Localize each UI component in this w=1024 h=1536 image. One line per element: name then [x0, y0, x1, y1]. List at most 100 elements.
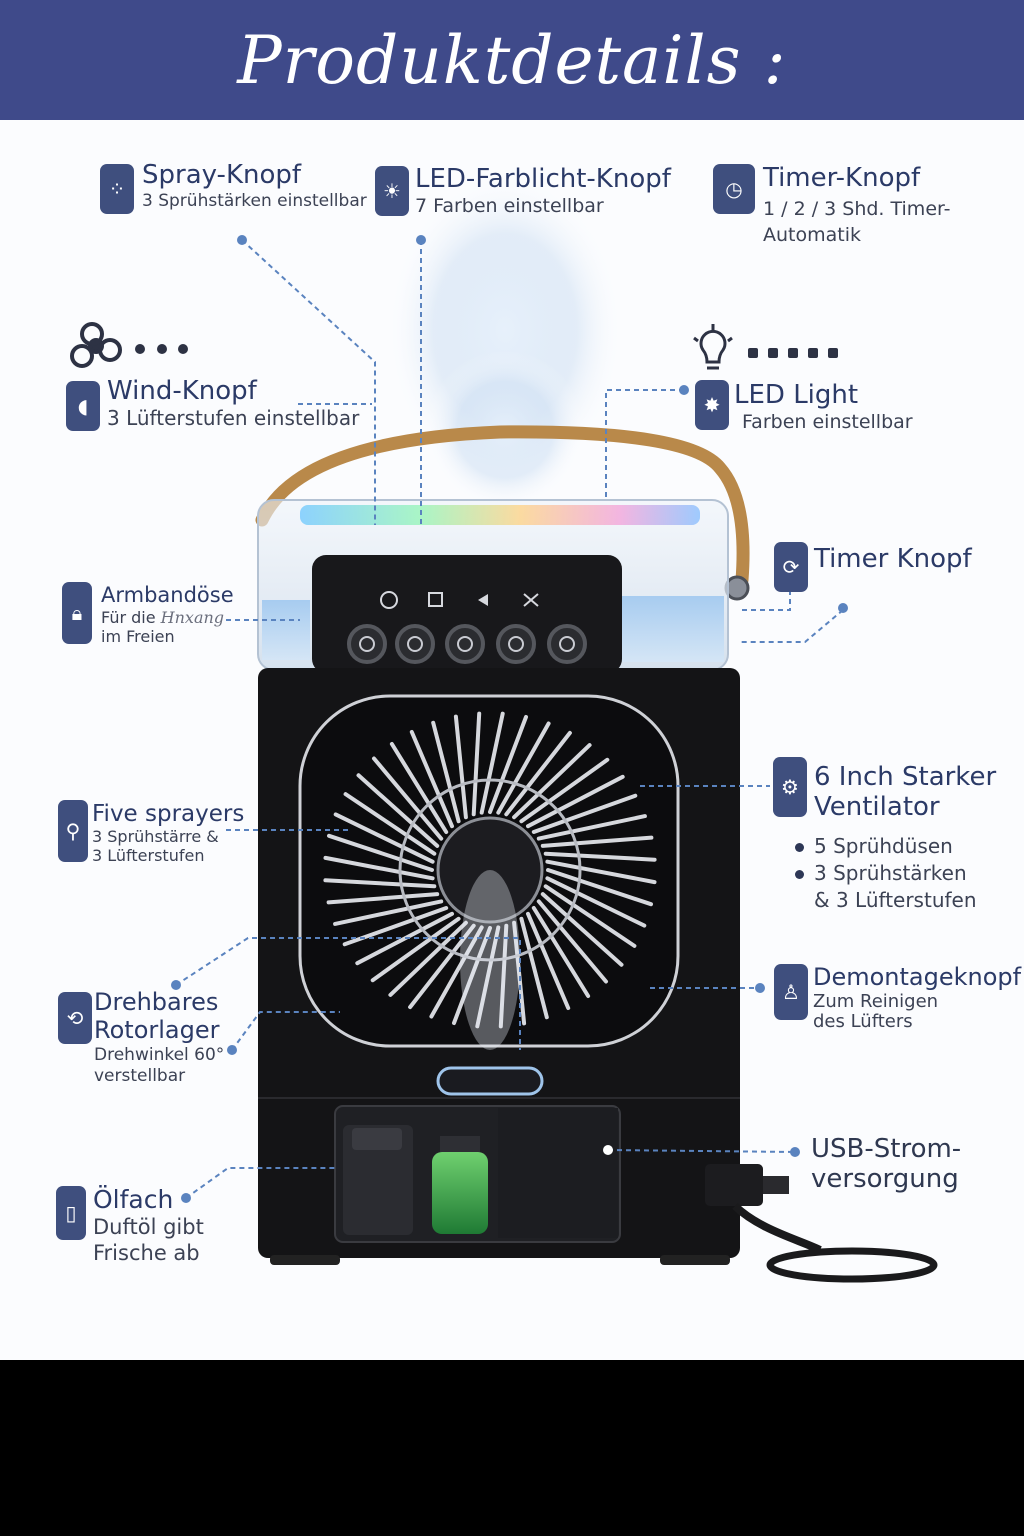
product-illustration — [70, 170, 938, 1283]
callout-title: LED Light — [734, 380, 859, 410]
bottom-bar — [0, 1360, 1024, 1536]
callout-sub: Duftöl gibt — [93, 1215, 204, 1239]
fan-blade — [496, 721, 551, 815]
wind-icon: ◖ — [66, 381, 100, 431]
usb-cable — [766, 1247, 938, 1283]
fan-blade — [512, 743, 592, 820]
callout-sub: Für die — [101, 608, 156, 627]
rotate-icon: ⟲ — [58, 992, 92, 1044]
fan-blade — [536, 899, 608, 984]
callout-title: Rotorlager — [94, 1016, 220, 1044]
callout-wind: Wind-Knopf 3 Lüfterstufen einstellbar — [107, 376, 359, 430]
feature-item: 5 Sprühdüsen — [795, 833, 977, 860]
fan-blade — [536, 814, 647, 841]
fan-blade — [355, 911, 454, 966]
fan-hub — [436, 816, 544, 924]
fan-blade — [543, 884, 637, 948]
clock-icon: ◷ — [713, 164, 755, 214]
callout-led-farblicht: LED-Farblicht-Knopf 7 Farben einstellbar — [415, 164, 671, 218]
product-sheet: Produktdetails : — [0, 0, 1024, 1360]
callout-spray: Spray-Knopf 3 Sprühstärken einstellbar — [142, 160, 367, 212]
fan-blade — [546, 868, 653, 907]
carry-handle — [255, 425, 750, 587]
callout-sub: Drehwinkel 60° — [94, 1045, 225, 1065]
fan-blade — [356, 773, 440, 848]
fan-blade — [540, 892, 624, 967]
timer-icon: ⟳ — [774, 542, 808, 592]
fan-blade — [526, 911, 571, 1010]
bulb-icon — [693, 324, 733, 370]
lock-icon: 🔒︎ — [62, 582, 92, 644]
fan-blade — [519, 916, 549, 1020]
fan-blade — [531, 793, 638, 834]
fan-blade — [504, 730, 572, 817]
fan-blade — [389, 742, 449, 834]
fan-blade — [370, 916, 461, 983]
control-panel — [312, 555, 622, 673]
callout-sub: Frische ab — [93, 1241, 200, 1265]
callout-title: Timer Knopf — [814, 544, 972, 574]
callout-sub: Automatik — [763, 224, 861, 246]
fan-blade — [429, 925, 484, 1019]
fan-blade — [327, 833, 434, 872]
fan-blade — [323, 878, 437, 889]
fan-blade — [409, 730, 454, 829]
fan-blade — [431, 720, 461, 824]
fan-blade — [333, 899, 444, 926]
callout-title: Wind-Knopf — [107, 376, 257, 406]
callout-timer-side: Timer Knopf — [814, 544, 972, 574]
callout-led-light: LED Light Farben einstellbar — [734, 380, 913, 434]
bottle-icon: ▯ — [56, 1186, 86, 1240]
callout-armband: Armbandöse Für die Hnxang im Freien — [101, 582, 234, 646]
callout-title: Armbandöse — [101, 583, 234, 607]
control-knobs — [347, 624, 587, 664]
led-strip — [436, 1066, 544, 1096]
callout-title: Spray-Knopf — [142, 160, 302, 190]
fan-blade — [323, 855, 435, 881]
callout-demontage: Demontageknopf Zum Reinigen des Lüfters — [813, 962, 1021, 1032]
callout-title: Five sprayers — [92, 801, 245, 827]
callout-sub: im Freien — [101, 627, 175, 646]
fan-icon — [70, 322, 122, 368]
fan-blade — [512, 920, 527, 1026]
fan-gear-icon: ⚙ — [773, 757, 807, 817]
person-icon: ♙ — [774, 964, 808, 1020]
fan-blade — [452, 926, 492, 1025]
callout-title: Ölfach — [93, 1185, 174, 1214]
callout-title: Demontageknopf — [813, 963, 1022, 991]
callout-sub: 3 Sprühstärken einstellbar — [142, 191, 367, 211]
callout-sub: Farben einstellbar — [742, 411, 913, 433]
usb-plug — [705, 1164, 763, 1206]
leader-lines — [175, 239, 844, 1199]
fan-blade — [453, 714, 468, 820]
callout-rotor: Drehbares Rotorlager Drehwinkel 60° vers… — [94, 988, 224, 1087]
fan-blade — [545, 876, 647, 928]
fan-blade — [543, 851, 657, 862]
callout-sub: 3 Sprühstärre & — [92, 827, 219, 846]
fan-blade — [488, 715, 528, 814]
callout-title: versorgung — [811, 1164, 959, 1194]
fan-blade — [519, 757, 610, 824]
callout-usb: USB-Strom- versorgung — [811, 1134, 961, 1194]
droplets-icon: ⁘ — [100, 164, 134, 214]
fan-blade — [475, 925, 501, 1029]
callout-title: Ventilator — [814, 792, 940, 822]
feature-item: 3 Sprühstärken — [795, 860, 977, 887]
callout-sub: verstellbar — [94, 1066, 186, 1086]
fan-blade — [388, 920, 468, 997]
callout-title: LED-Farblicht-Knopf — [415, 164, 671, 194]
fan-blade — [471, 711, 482, 817]
callout-timer-top: Timer-Knopf 1 / 2 / 3 Shd. Timer- Automa… — [763, 163, 950, 247]
feature-tail: & 3 Lüfterstufen — [814, 888, 977, 912]
callout-sub: 3 Lüfterstufen einstellbar — [107, 406, 360, 430]
callout-sub: 3 Lüfterstufen — [92, 846, 205, 865]
page-title: Produktdetails : — [237, 22, 787, 99]
fan-blade — [540, 835, 654, 848]
callout-title: 6 Inch Starker — [814, 762, 997, 792]
fan-blade — [531, 906, 591, 998]
callout-sub: 1 / 2 / 3 Shd. Timer- — [763, 198, 951, 220]
fan-blade — [372, 756, 444, 841]
ventilator-features: 5 Sprühdüsen 3 Sprühstärken & 3 Lüfterst… — [795, 833, 977, 914]
fan-blade — [343, 792, 437, 856]
sun-icon: ☀ — [375, 166, 409, 216]
